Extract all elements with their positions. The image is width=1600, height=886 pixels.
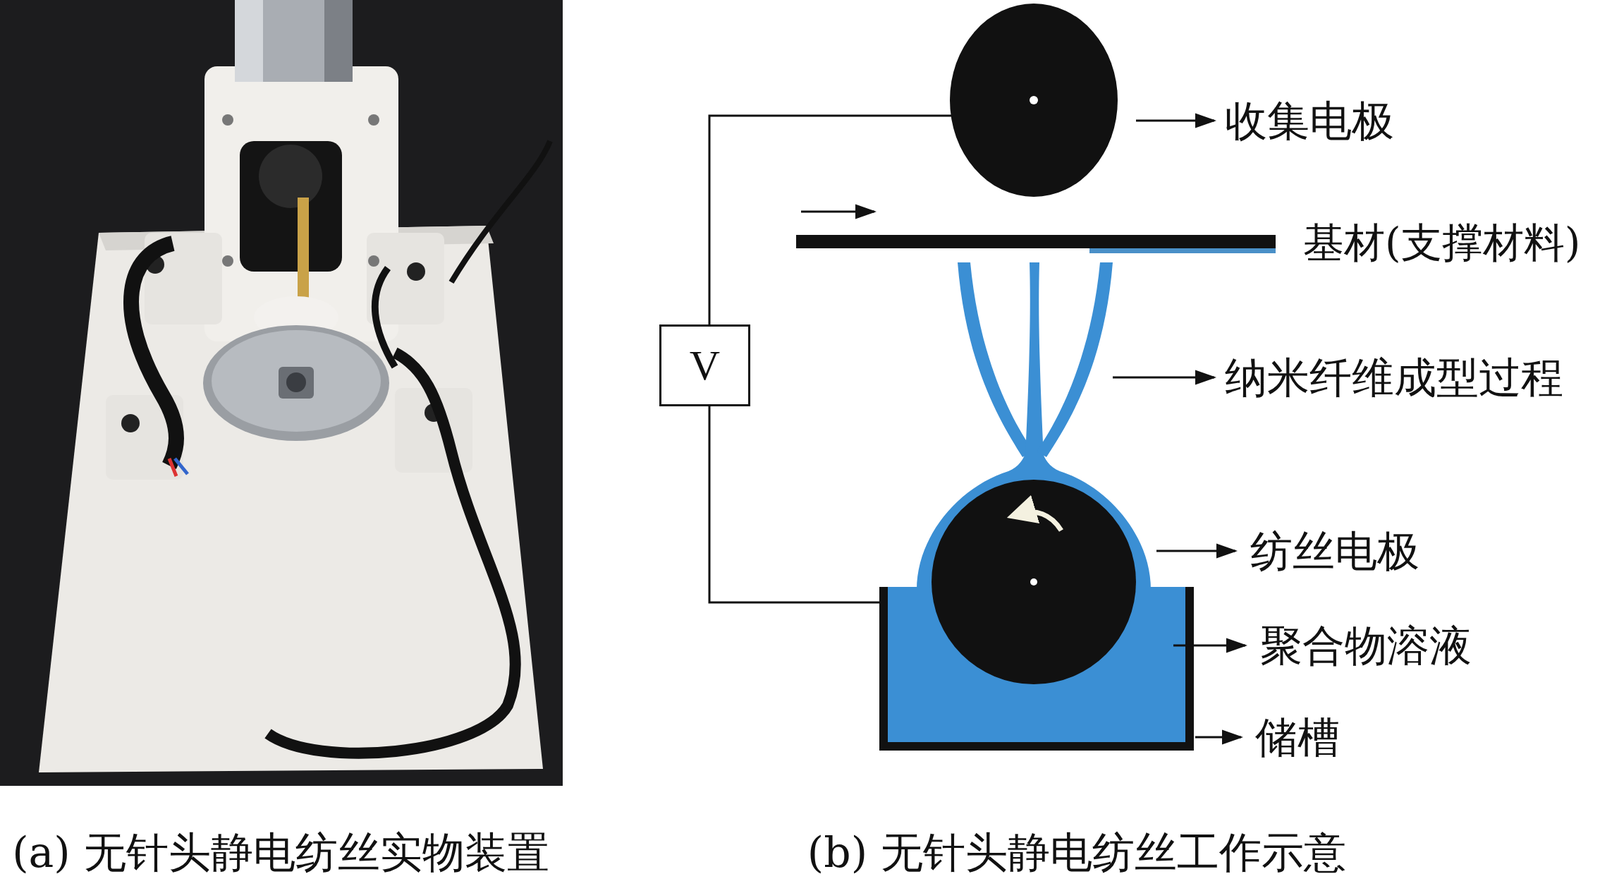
base-plate [38, 225, 543, 773]
part-label: 基材(支撑材料) [1303, 219, 1581, 267]
spinning-electrode [931, 479, 1137, 685]
wire [709, 115, 952, 326]
voltage-symbol: V [689, 342, 720, 389]
wire [709, 404, 884, 603]
part-label: 聚合物溶液 [1260, 621, 1472, 670]
shaft-housing [239, 141, 343, 272]
figure-caption: (a) 无针头静电纺丝实物装置 [11, 827, 550, 877]
figure-caption: (b) 无针头静电纺丝工作示意 [807, 827, 1347, 877]
motion-arrow [801, 210, 875, 213]
leader-arrow [1195, 736, 1242, 739]
brass-rod [297, 197, 309, 311]
part-label: 收集电极 [1224, 96, 1395, 146]
part-label: 纺丝电极 [1250, 526, 1420, 576]
cable [131, 243, 177, 466]
leader-arrow [1112, 376, 1215, 379]
collecting-electrode [949, 3, 1118, 197]
photo-background [0, 0, 563, 786]
fiber-jet [1036, 262, 1113, 457]
part-label: 纳米纤维成型过程 [1224, 353, 1564, 402]
leader-arrow [1173, 644, 1246, 647]
leader-arrow [1136, 119, 1215, 122]
motor [234, 0, 353, 82]
fiber-jet [957, 262, 1034, 457]
spinning-disk [203, 325, 390, 441]
part-label: 储槽 [1255, 712, 1340, 762]
substrate [796, 234, 1276, 249]
fiber-jet [1025, 262, 1044, 457]
voltage-source-box: V [659, 324, 751, 407]
leader-arrow [1156, 550, 1236, 553]
